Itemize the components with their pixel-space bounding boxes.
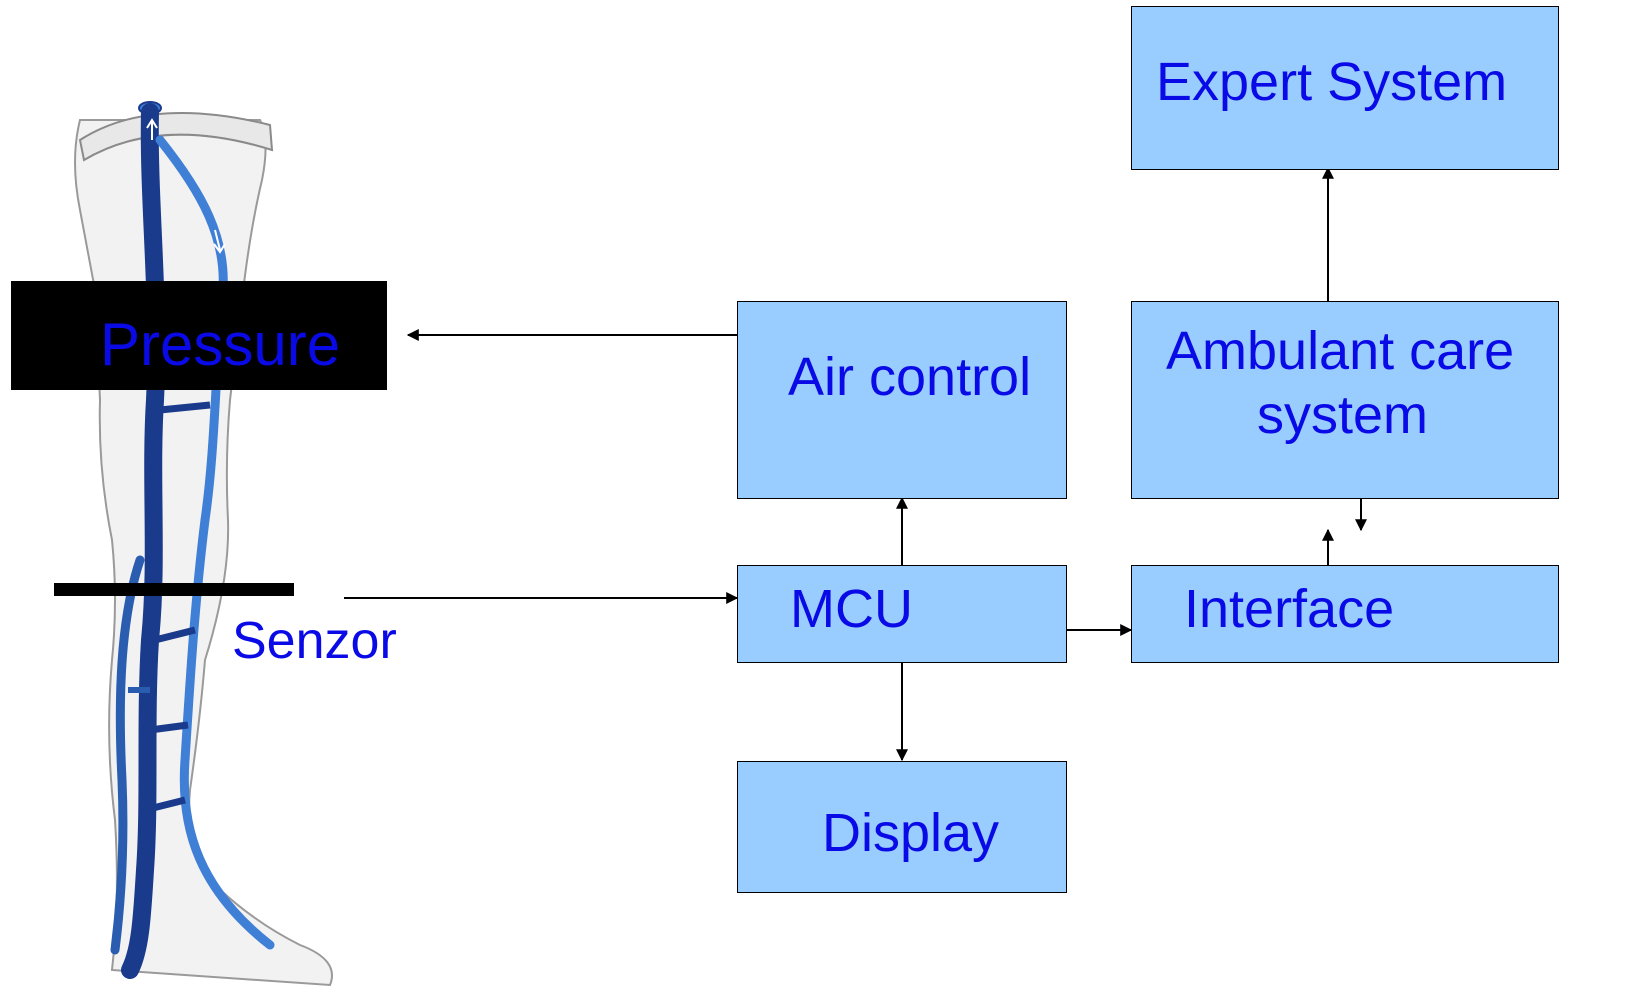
air-control-label: Air control — [788, 347, 1032, 407]
display-label: Display — [822, 803, 1000, 863]
anterior-vein — [110, 555, 145, 955]
interface-label: Interface — [1184, 579, 1395, 639]
ambulant-care-label-line2: system — [1257, 385, 1429, 445]
mcu-block: MCU — [737, 565, 1067, 663]
display-block: Display — [737, 761, 1067, 893]
expert-system-label: Expert System — [1156, 52, 1508, 112]
sensor-label: Senzor — [232, 612, 397, 670]
flow-arrow-1 — [146, 118, 158, 140]
mcu-label: MCU — [790, 579, 913, 639]
pressure-label: Pressure — [100, 311, 341, 378]
interface-block: Interface — [1131, 565, 1559, 663]
stocking-cuff — [78, 112, 274, 162]
perforator-1 — [159, 401, 211, 414]
expert-system-block: Expert System — [1131, 6, 1559, 170]
saphenous-vein — [155, 135, 275, 950]
perforator-4 — [144, 796, 186, 814]
perforator-2 — [154, 626, 196, 644]
ambulant-care-label-line1: Ambulant care — [1166, 321, 1515, 381]
ambulant-care-block: Ambulant care system — [1131, 301, 1559, 499]
pressure-band — [11, 281, 387, 390]
air-control-block: Air control — [737, 301, 1067, 499]
perforator-3 — [149, 721, 189, 734]
leg-illustration — [74, 101, 333, 987]
sensor-band — [54, 583, 294, 596]
flow-arrow-2 — [213, 229, 226, 254]
connectors — [344, 166, 1367, 762]
